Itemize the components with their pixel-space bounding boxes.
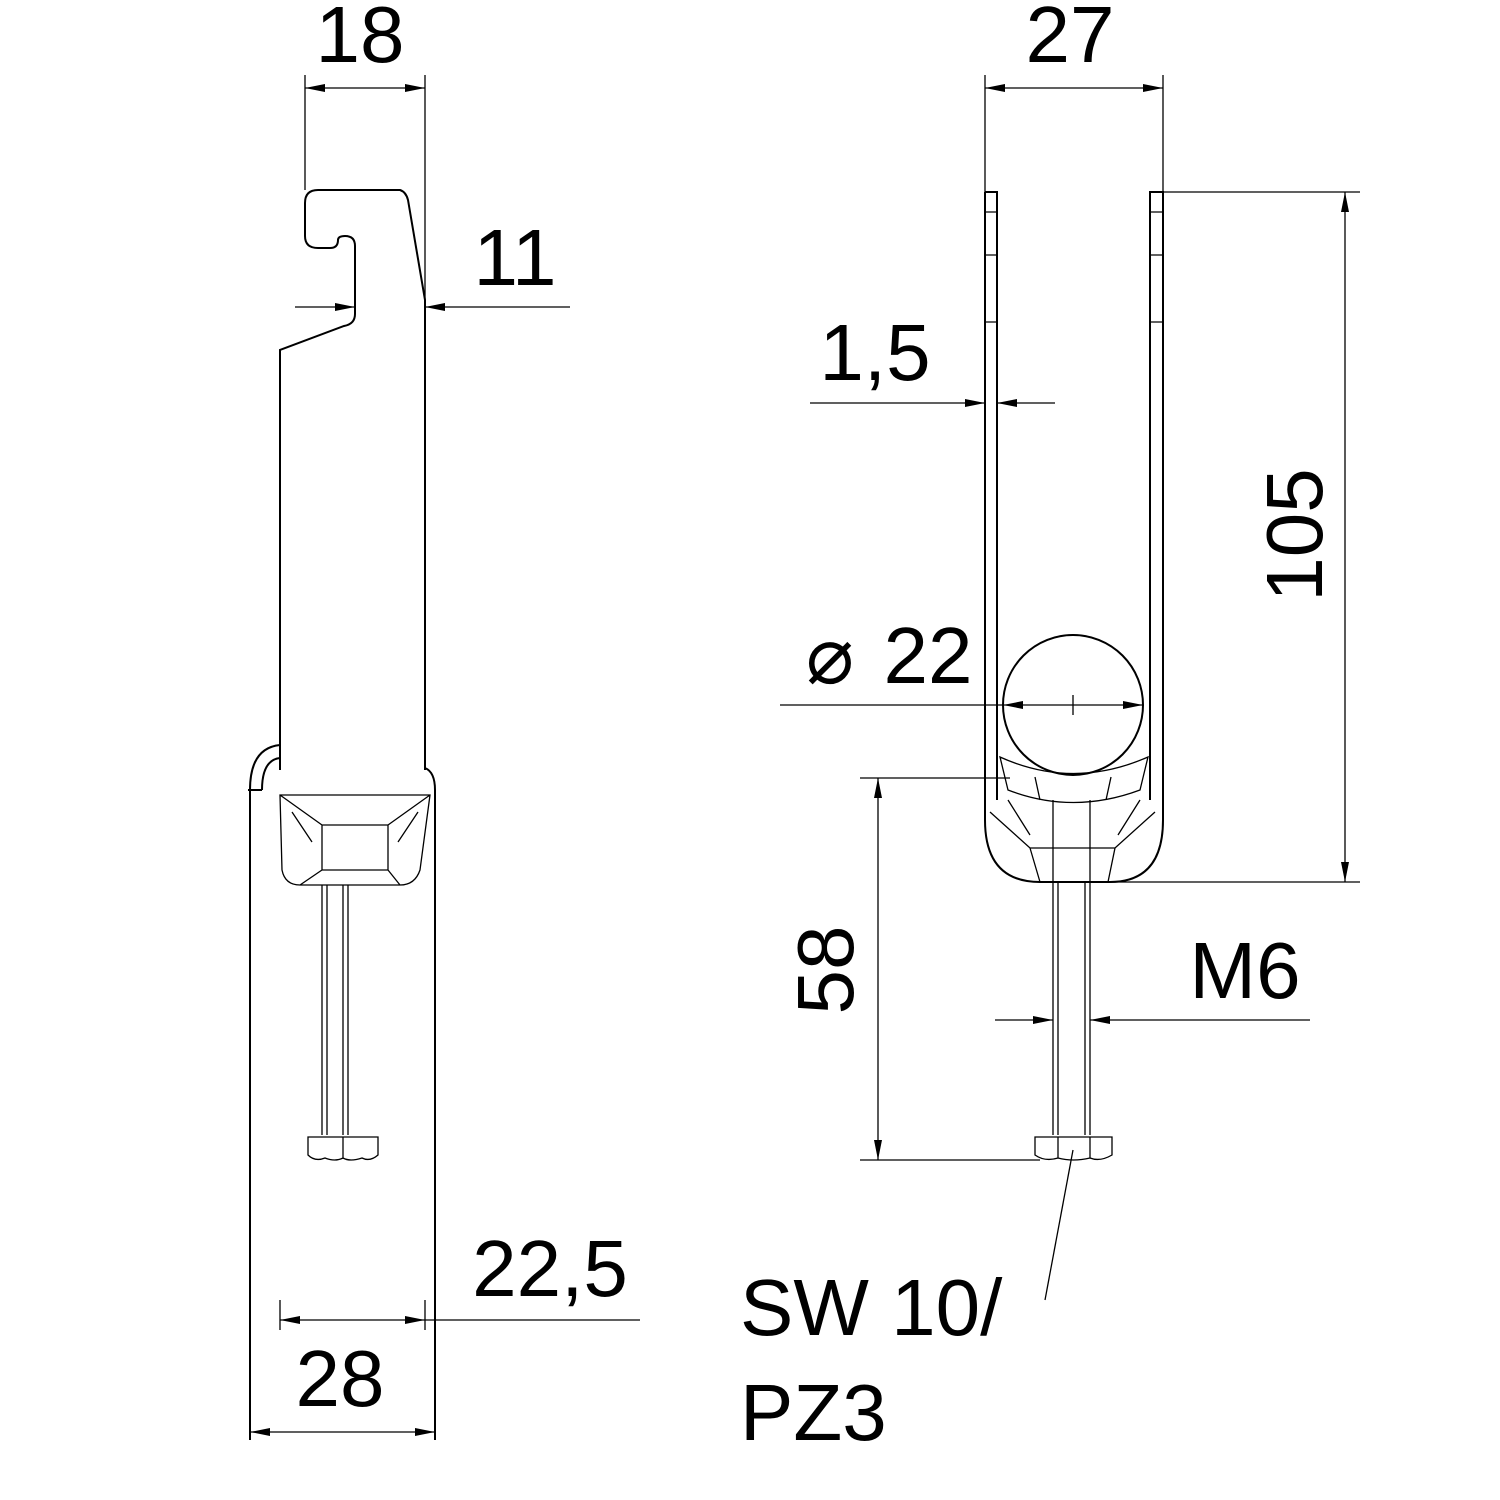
dim-28-label: 28 [296,1334,385,1423]
dim-11-label: 11 [473,213,556,302]
dim-22-5-label-visible: 22,5 [472,1224,628,1313]
side-nut [279,794,431,886]
side-clip-outline [279,189,426,770]
dim-22-label: 22 [884,611,973,700]
u-clip-ticks [985,211,1163,323]
side-view: 18 11 22,5 22,5 28 [248,0,640,1440]
drive-leader [1044,1149,1074,1301]
drive-label-line2: PZ3 [740,1368,887,1457]
dim-m6-label: M6 [1189,926,1300,1015]
drive-label-line1: SW 10/ [740,1263,1003,1352]
dim-58-label: 58 [781,926,870,1015]
front-screw [1034,800,1113,1161]
dim-18-label: 18 [316,0,405,79]
front-view: 27 1,5 105 ⌀ 22 58 M6 SW 10/ PZ3 [740,0,1360,1457]
side-bracket-outline [248,744,436,1440]
diameter-symbol: ⌀ [806,611,854,700]
front-nut [989,799,1156,883]
dim-105-label: 105 [1250,468,1339,601]
side-screw [307,885,379,1161]
dim-27-label: 27 [1026,0,1115,79]
dim-1-5-label: 1,5 [819,308,930,397]
dim-18-extension [304,75,426,300]
saddle [999,755,1149,804]
u-clip-outer [984,191,1164,883]
